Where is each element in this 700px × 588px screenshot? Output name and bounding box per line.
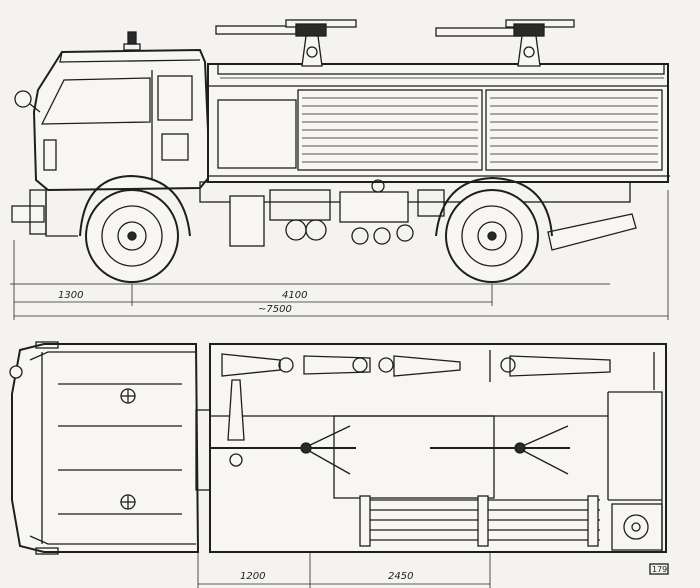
front-wheel-arch (79, 174, 191, 237)
roof-monitor-top-front (210, 425, 356, 475)
roof-monitor-front (215, 19, 357, 67)
roof-vent-icon (120, 388, 136, 404)
mirror-icon (14, 90, 32, 108)
rear-wheel-icon (445, 189, 539, 283)
suction-hoses (221, 350, 611, 382)
rear-wheel-arch (435, 176, 553, 237)
reference-tag-box (649, 563, 669, 575)
chassis-equipment (199, 179, 637, 251)
dim-front-overhang: 1300 (58, 290, 83, 301)
beacon-light (127, 31, 137, 45)
mirror-icon (9, 365, 23, 379)
hose-rack (359, 495, 600, 547)
side-view: 1300 4100 ~7500 (10, 19, 670, 320)
dim-overall-length: ~7500 (258, 304, 292, 315)
roof-vent-icon (120, 494, 136, 510)
cab-side (11, 31, 212, 237)
hose-nozzle-vertical (227, 379, 245, 441)
dim-cab-offset: 1200 (240, 571, 265, 582)
front-wheel-icon (85, 189, 179, 283)
cab-top (9, 341, 200, 555)
tank-panel-ribs (302, 97, 658, 163)
reference-number: 179 (652, 565, 667, 574)
rear-hose-reel (547, 213, 637, 251)
side-view-dimensions: 1300 4100 ~7500 (13, 190, 669, 320)
tank-body-side (207, 63, 670, 183)
roof-monitor-rear (435, 19, 575, 67)
dim-body-section: 2450 (388, 571, 413, 582)
dim-wheelbase: 4100 (282, 290, 307, 301)
body-top (195, 343, 667, 553)
reel-compartment (611, 503, 663, 551)
front-bumper (11, 205, 45, 223)
top-view: 1200 2450 (9, 341, 667, 588)
roof-monitor-top-rear (430, 425, 570, 475)
top-view-dimensions: 1200 2450 (197, 552, 491, 588)
